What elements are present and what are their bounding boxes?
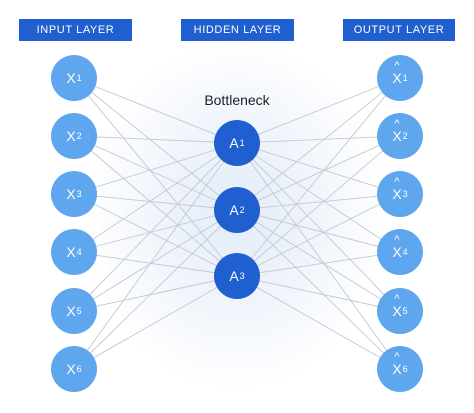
output-node-4: X4	[377, 229, 423, 275]
input-node-subscript: 3	[76, 189, 82, 199]
edge-input-4-hidden-2	[73, 209, 238, 253]
hidden-node-symbol: A	[229, 268, 239, 284]
edge-hidden-2-output-6	[236, 209, 401, 370]
output-node-symbol: X	[392, 70, 401, 86]
input-node-symbol: X	[66, 303, 76, 319]
edge-hidden-2-output-4	[236, 209, 401, 253]
edge-hidden-2-output-2	[236, 135, 401, 211]
edge-hidden-1-output-4	[236, 142, 401, 253]
edge-input-3-hidden-1	[73, 142, 238, 195]
hidden-node-symbol: A	[229, 135, 239, 151]
edge-input-5-hidden-3	[73, 275, 238, 312]
edge-input-1-hidden-3	[73, 77, 238, 277]
output-node-1: X1	[377, 55, 423, 101]
output-node-3: X3	[377, 171, 423, 217]
input-node-symbol: X	[66, 70, 76, 86]
output-node-subscript: 2	[402, 131, 408, 141]
input-layer-label: INPUT LAYER	[19, 19, 132, 41]
input-node-symbol: X	[66, 361, 76, 377]
edge-hidden-3-output-3	[236, 193, 401, 277]
edge-hidden-2-output-1	[236, 77, 401, 211]
edge-input-6-hidden-1	[73, 142, 238, 370]
hidden-node-subscript: 1	[239, 138, 245, 148]
output-node-subscript: 3	[402, 189, 408, 199]
edge-input-3-hidden-3	[73, 193, 238, 277]
edge-hidden-3-output-6	[236, 275, 401, 370]
output-node-symbol: X	[392, 244, 401, 260]
output-node-2: X2	[377, 113, 423, 159]
edge-hidden-3-output-2	[236, 135, 401, 277]
input-node-symbol: X	[66, 244, 76, 260]
output-node-subscript: 4	[402, 247, 408, 257]
edge-input-4-hidden-3	[73, 251, 238, 277]
input-node-subscript: 4	[76, 247, 82, 257]
output-node-symbol: X	[392, 128, 401, 144]
output-node-5: X5	[377, 288, 423, 334]
output-node-subscript: 5	[402, 306, 408, 316]
input-node-symbol: X	[66, 186, 76, 202]
edge-hidden-1-output-5	[236, 142, 401, 312]
edge-input-2-hidden-1	[73, 135, 238, 144]
edge-hidden-2-output-5	[236, 209, 401, 312]
edge-hidden-3-output-5	[236, 275, 401, 312]
input-node-subscript: 2	[76, 131, 82, 141]
edge-hidden-2-output-3	[236, 193, 401, 211]
edge-hidden-1-output-1	[236, 77, 401, 144]
edge-input-3-hidden-2	[73, 193, 238, 211]
output-node-symbol: X	[392, 186, 401, 202]
edge-input-5-hidden-1	[73, 142, 238, 312]
edge-hidden-1-output-6	[236, 142, 401, 370]
edge-input-6-hidden-3	[73, 275, 238, 370]
output-node-6: X6	[377, 346, 423, 392]
edge-hidden-3-output-4	[236, 251, 401, 277]
hidden-node-subscript: 3	[239, 271, 245, 281]
input-node-subscript: 1	[76, 73, 82, 83]
edge-input-1-hidden-2	[73, 77, 238, 211]
edge-input-5-hidden-2	[73, 209, 238, 312]
edge-hidden-3-output-1	[236, 77, 401, 277]
input-node-subscript: 6	[76, 364, 82, 374]
edge-input-6-hidden-2	[73, 209, 238, 370]
hidden-node-subscript: 2	[239, 205, 245, 215]
hidden-node-symbol: A	[229, 202, 239, 218]
output-layer-label: OUTPUT LAYER	[343, 19, 455, 41]
output-node-symbol: X	[392, 361, 401, 377]
edge-input-4-hidden-1	[73, 142, 238, 253]
output-node-subscript: 1	[402, 73, 408, 83]
edge-input-1-hidden-1	[73, 77, 238, 144]
edge-hidden-1-output-2	[236, 135, 401, 144]
bottleneck-label: Bottleneck	[204, 92, 270, 108]
input-node-subscript: 5	[76, 306, 82, 316]
output-node-subscript: 6	[402, 364, 408, 374]
edge-input-2-hidden-3	[73, 135, 238, 277]
input-node-symbol: X	[66, 128, 76, 144]
edge-hidden-1-output-3	[236, 142, 401, 195]
hidden-layer-label: HIDDEN LAYER	[181, 19, 294, 41]
output-node-symbol: X	[392, 303, 401, 319]
edge-input-2-hidden-2	[73, 135, 238, 211]
